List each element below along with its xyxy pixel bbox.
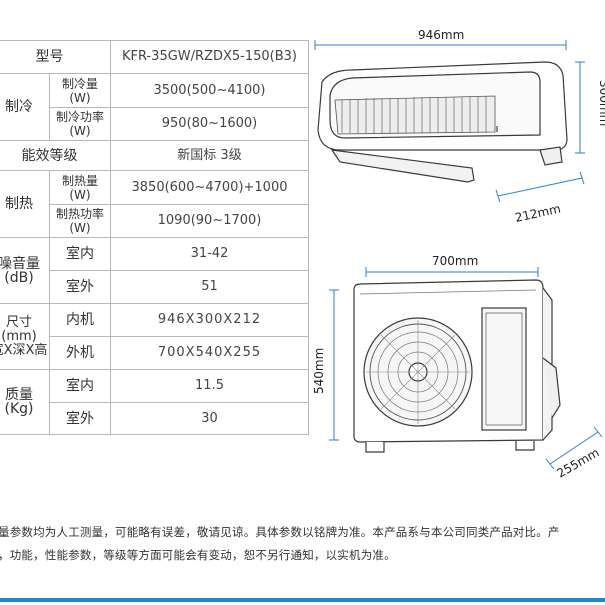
row-cooling-power: 制冷功率 (W) 950(80~1600) bbox=[0, 107, 309, 141]
weight-indoor-value: 11.5 bbox=[110, 369, 309, 403]
efficiency-value: 新国标 3级 bbox=[110, 140, 309, 171]
model-label: 型号 bbox=[0, 40, 111, 74]
size-label: 尺寸 (mm) 宽X深X高 bbox=[0, 303, 50, 370]
row-efficiency: 能效等级 新国标 3级 bbox=[0, 140, 309, 171]
noise-label: 噪音量 (dB) bbox=[0, 237, 50, 304]
size-indoor-label: 内机 bbox=[49, 303, 111, 337]
noise-indoor-value: 31-42 bbox=[110, 237, 309, 271]
weight-label: 质量 (Kg) bbox=[0, 369, 50, 435]
heating-power-label: 制热功率 (W) bbox=[49, 204, 111, 238]
outdoor-depth-label: 255mm bbox=[555, 445, 602, 480]
efficiency-label: 能效等级 bbox=[0, 140, 111, 171]
cooling-power-label: 制冷功率 (W) bbox=[49, 107, 111, 141]
row-weight-outdoor: 室外 30 bbox=[0, 402, 309, 435]
outdoor-height-label: 540mm bbox=[312, 348, 326, 394]
heating-label: 制热 bbox=[0, 170, 50, 238]
outdoor-width-label: 700mm bbox=[432, 254, 478, 268]
outdoor-unit-drawing bbox=[353, 279, 561, 453]
indoor-width-label: 946mm bbox=[418, 28, 464, 42]
heating-capacity-value: 3850(600~4700)+1000 bbox=[110, 170, 309, 205]
row-noise-outdoor: 室外 51 bbox=[0, 270, 309, 304]
row-weight-indoor: 质量 (Kg) 室内 11.5 bbox=[0, 369, 309, 435]
unit-drawings: 946mm 300mm 212mm 700mm 540mm 255mm bbox=[312, 28, 605, 480]
row-noise-indoor: 噪音量 (dB) 室内 31-42 bbox=[0, 237, 309, 304]
indoor-dimension-lines bbox=[314, 40, 585, 203]
row-size-indoor: 尺寸 (mm) 宽X深X高 内机 946X300X212 bbox=[0, 303, 309, 370]
disclaimer-line-1: 量参数均为人工测量，可能略有误差，敬请见谅。具体参数以铭牌为准。本产品系与本公司… bbox=[0, 525, 560, 539]
bottom-accent-bar bbox=[0, 598, 605, 602]
size-indoor-value: 946X300X212 bbox=[110, 303, 309, 337]
weight-outdoor-value: 30 bbox=[110, 402, 309, 435]
heating-capacity-label: 制热量 (W) bbox=[49, 170, 111, 205]
model-value: KFR-35GW/RZDX5-150(B3) bbox=[110, 40, 309, 74]
indoor-unit-drawing bbox=[317, 61, 568, 183]
indoor-depth-label: 212mm bbox=[514, 202, 562, 225]
spec-table: 型号 KFR-35GW/RZDX5-150(B3) 制冷 制冷量 (W) 350… bbox=[0, 40, 309, 435]
indoor-height-label: 300mm bbox=[597, 80, 605, 126]
noise-outdoor-value: 51 bbox=[110, 270, 309, 304]
row-model: 型号 KFR-35GW/RZDX5-150(B3) bbox=[0, 40, 309, 74]
weight-outdoor-label: 室外 bbox=[49, 402, 111, 435]
row-heating-capacity: 制热 制热量 (W) 3850(600~4700)+1000 bbox=[0, 170, 309, 238]
cooling-capacity-value: 3500(500~4100) bbox=[110, 73, 309, 108]
outdoor-dimension-lines bbox=[329, 267, 603, 470]
disclaimer-line-2: ，功能，性能参数，等级等方面可能会有变动，恕不另行通知，以实机为准。 bbox=[0, 548, 396, 562]
